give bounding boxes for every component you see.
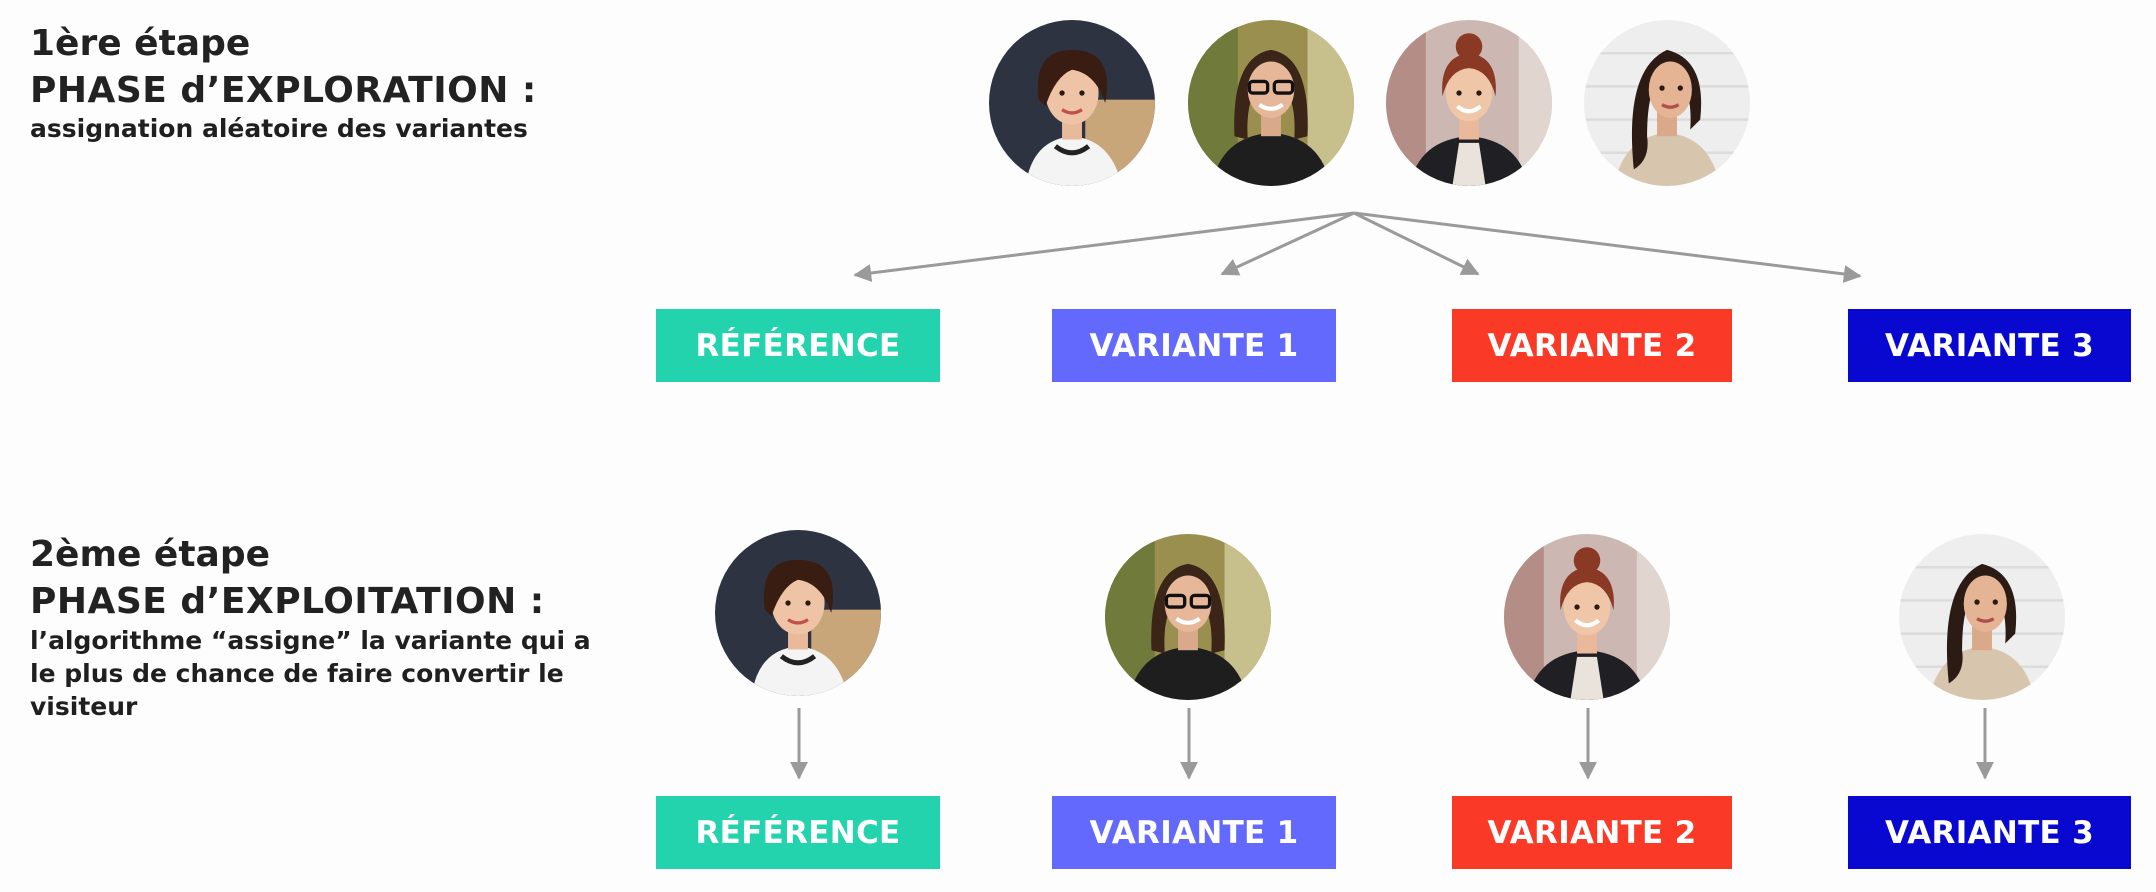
visitor-long-dark-hair-photo bbox=[1899, 534, 2065, 700]
stage2-description-line: le plus de chance de faire convertir le bbox=[30, 659, 564, 688]
stage1-description: assignation aléatoire des variantes bbox=[30, 114, 528, 143]
stage1-variant1-box: VARIANTE 1 bbox=[1052, 309, 1336, 382]
stage1-variant3-box: VARIANTE 3 bbox=[1848, 309, 2131, 382]
visitor-short-hair-photo bbox=[715, 530, 881, 696]
stage2-variant2-box: VARIANTE 2 bbox=[1452, 796, 1732, 869]
stage2-step-title: 2ème étape bbox=[30, 534, 271, 575]
visitor-red-hair-photo bbox=[1386, 20, 1552, 186]
random-assign-arrow bbox=[1353, 211, 1862, 283]
stage1-reference-box: RÉFÉRENCE bbox=[656, 309, 940, 382]
stage1-variant2-box: VARIANTE 2 bbox=[1452, 309, 1732, 382]
stage2-phase-title: PHASE d’EXPLOITATION : bbox=[30, 581, 545, 622]
visitor-red-hair-photo bbox=[1504, 534, 1670, 700]
stage2-reference-box: RÉFÉRENCE bbox=[656, 796, 940, 869]
stage1-step-title: 1ère étape bbox=[30, 23, 251, 64]
random-assign-arrow bbox=[1220, 211, 1355, 276]
stage2-variant3-box: VARIANTE 3 bbox=[1848, 796, 2131, 869]
stage2-description-line: visiteur bbox=[30, 692, 138, 721]
visitor-glasses-photo bbox=[1188, 20, 1354, 186]
stage2-variant1-box: VARIANTE 1 bbox=[1052, 796, 1336, 869]
stage1-phase-title: PHASE d’EXPLORATION : bbox=[30, 70, 537, 111]
stage2-description-line: l’algorithme “assigne” la variante qui a bbox=[30, 626, 591, 655]
visitor-short-hair-photo bbox=[989, 20, 1155, 186]
random-assign-arrow bbox=[1353, 211, 1480, 276]
visitor-glasses-photo bbox=[1105, 534, 1271, 700]
visitor-long-dark-hair-photo bbox=[1584, 20, 1750, 186]
random-assign-arrow bbox=[853, 211, 1355, 282]
